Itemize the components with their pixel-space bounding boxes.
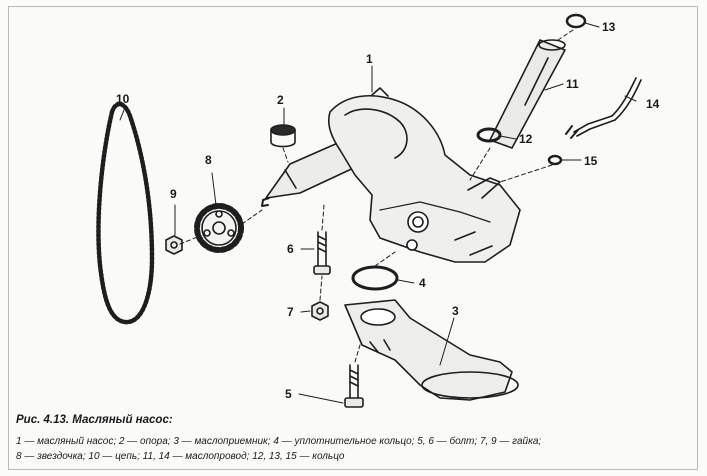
oil-pickup-part [344, 299, 519, 401]
figure-frame [8, 6, 698, 470]
oil-pipe-11-part [489, 39, 566, 149]
callout-7: 7 [287, 305, 294, 319]
sprocket-part [194, 203, 244, 253]
ring-12-part [476, 127, 502, 143]
callout-14: 14 [646, 97, 660, 111]
callout-13: 13 [602, 20, 616, 34]
nut-7-part [311, 301, 329, 321]
callout-12: 12 [519, 132, 533, 146]
callout-4: 4 [419, 276, 426, 290]
oil-pipe-14-part [565, 77, 642, 139]
callout-15: 15 [584, 154, 598, 168]
callout-2: 2 [277, 93, 284, 107]
callout-leader-lines [119, 22, 637, 404]
ring-15-part [547, 154, 563, 166]
figure-legend: 1 — масляный насос; 2 — опора; 3 — масло… [16, 434, 696, 464]
bolt-5-part [344, 364, 364, 408]
nut-9-part [165, 235, 183, 255]
support-part [270, 124, 296, 148]
chain-part [96, 102, 155, 325]
legend-line: 8 — звездочка; 10 — цепь; 11, 14 — масло… [16, 451, 345, 462]
callout-9: 9 [170, 187, 177, 201]
callout-labels: 1 2 3 4 5 6 7 8 9 10 11 12 13 14 15 [116, 20, 660, 401]
callout-8: 8 [205, 153, 212, 167]
callout-11: 11 [566, 77, 579, 91]
sealing-ring-part [351, 265, 399, 291]
callout-10: 10 [116, 92, 130, 106]
legend-line: 1 — масляный насос; 2 — опора; 3 — масло… [16, 436, 542, 447]
callout-6: 6 [287, 242, 294, 256]
callout-3: 3 [452, 304, 459, 318]
oil-pump-part [261, 87, 521, 263]
ring-13-part [565, 13, 587, 29]
bolt-6-part [313, 231, 331, 275]
assembly-guide-lines [179, 29, 574, 363]
figure-title: Рис. 4.13. Масляный насос: [16, 414, 173, 426]
callout-1: 1 [366, 52, 373, 66]
callout-5: 5 [285, 387, 292, 401]
